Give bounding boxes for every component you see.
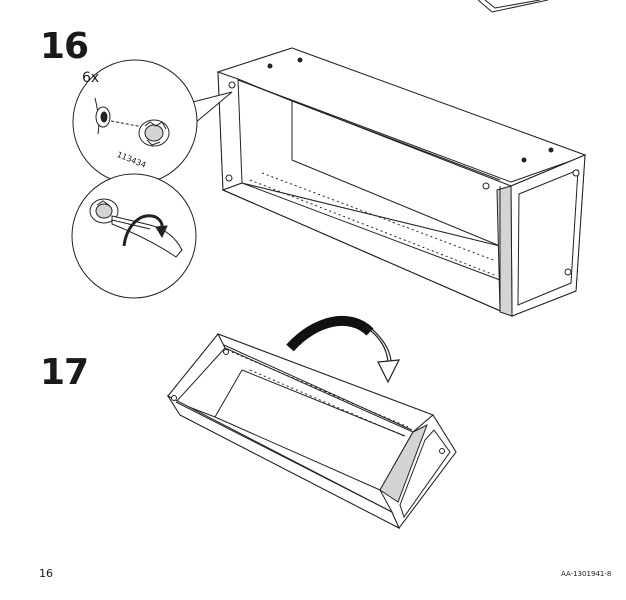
cabinet-frame-step16 <box>218 48 585 316</box>
document-code: AA-1301941-8 <box>561 570 612 578</box>
detail-circle-turn-cam <box>72 174 196 298</box>
step-number-17: 17 <box>40 352 89 393</box>
previous-step-cabinet-fragment <box>478 0 548 12</box>
part-quantity-label: 6x <box>82 70 100 86</box>
step-number-16: 16 <box>40 26 89 67</box>
page-number: 16 <box>39 567 53 580</box>
rotate-arrow-icon <box>290 321 399 382</box>
cabinet-frame-step17 <box>168 334 456 528</box>
